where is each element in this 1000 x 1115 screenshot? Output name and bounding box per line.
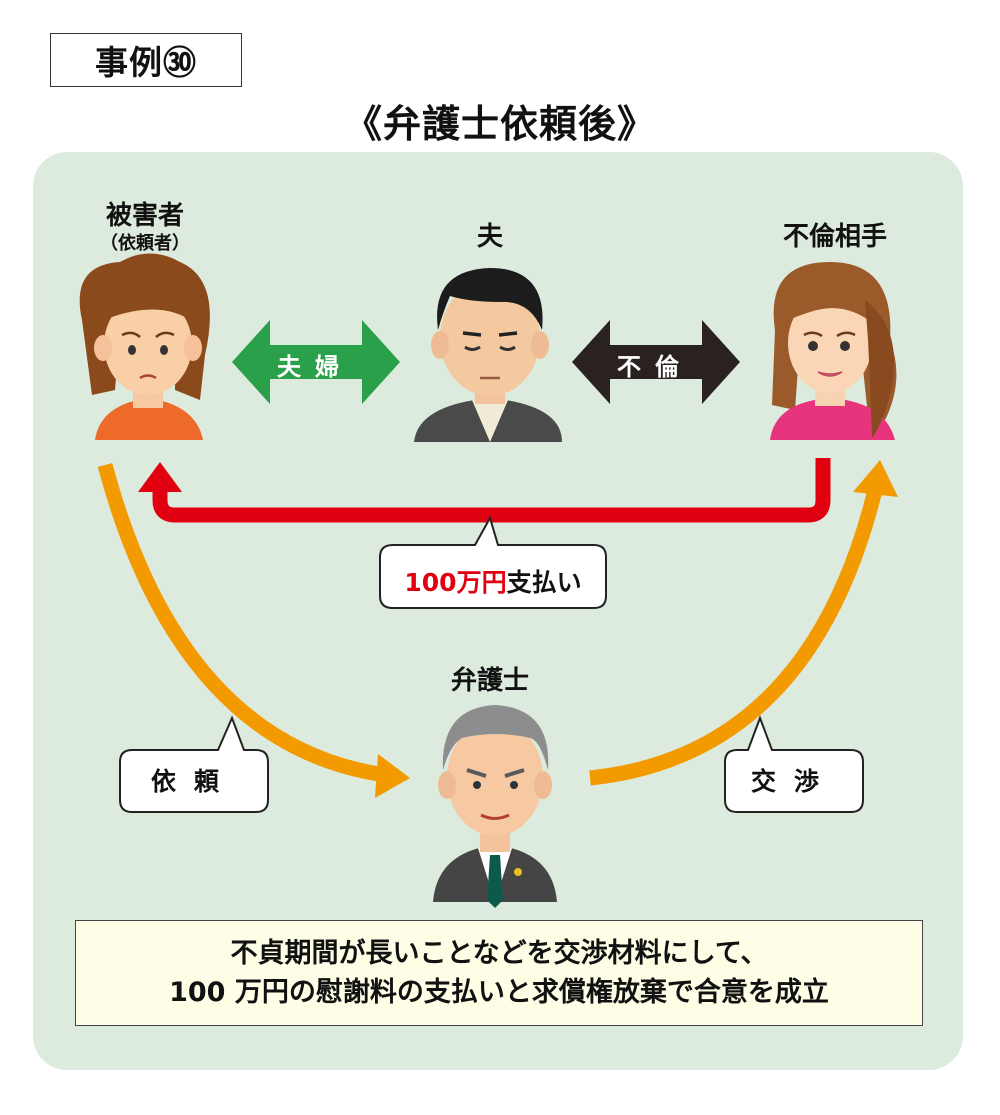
affair-arrow-label: 不倫 bbox=[617, 353, 693, 381]
lawyer-figure bbox=[433, 705, 557, 908]
partner-figure bbox=[770, 262, 897, 440]
summary-line-2: 100 万円の慰謝料の支払いと求償権放棄で合意を成立 bbox=[169, 977, 829, 1008]
payment-arrow bbox=[152, 458, 831, 523]
negotiate-arrowhead bbox=[853, 460, 898, 497]
payment-action: 支払い bbox=[506, 568, 582, 597]
summary-box: 不貞期間が長いことなどを交渉材料にして、 100 万円の慰謝料の支払いと求償権放… bbox=[75, 920, 923, 1026]
request-label: 依頼 bbox=[150, 767, 237, 796]
request-arrowhead bbox=[375, 754, 410, 798]
summary-line-1: 不貞期間が長いことなどを交渉材料にして、 bbox=[230, 937, 768, 969]
request-bubble bbox=[119, 715, 269, 813]
husband-figure bbox=[414, 268, 562, 442]
lawyer-label: 弁護士 bbox=[450, 666, 529, 696]
payment-amount: 100万円 bbox=[404, 568, 507, 597]
case-label: 事例㉚ bbox=[50, 33, 242, 87]
request-arrow bbox=[97, 463, 387, 783]
victim-figure bbox=[79, 253, 210, 440]
husband-label: 夫 bbox=[476, 222, 503, 252]
negotiate-arrow bbox=[589, 488, 883, 786]
victim-sublabel: （依頼者） bbox=[100, 233, 190, 254]
payment-arrowhead bbox=[138, 462, 182, 492]
affair-arrow bbox=[572, 320, 740, 404]
victim-label: 被害者 bbox=[105, 201, 184, 231]
partner-label: 不倫相手 bbox=[782, 222, 887, 252]
page-title: 《弁護士依頼後》 bbox=[343, 102, 656, 146]
payment-label: 100万円支払い bbox=[380, 563, 606, 599]
couple-arrow bbox=[232, 320, 400, 404]
payment-bubble bbox=[379, 515, 607, 609]
couple-arrow-label: 夫婦 bbox=[277, 353, 353, 381]
negotiate-label: 交渉 bbox=[750, 767, 837, 796]
negotiate-bubble bbox=[724, 715, 864, 813]
